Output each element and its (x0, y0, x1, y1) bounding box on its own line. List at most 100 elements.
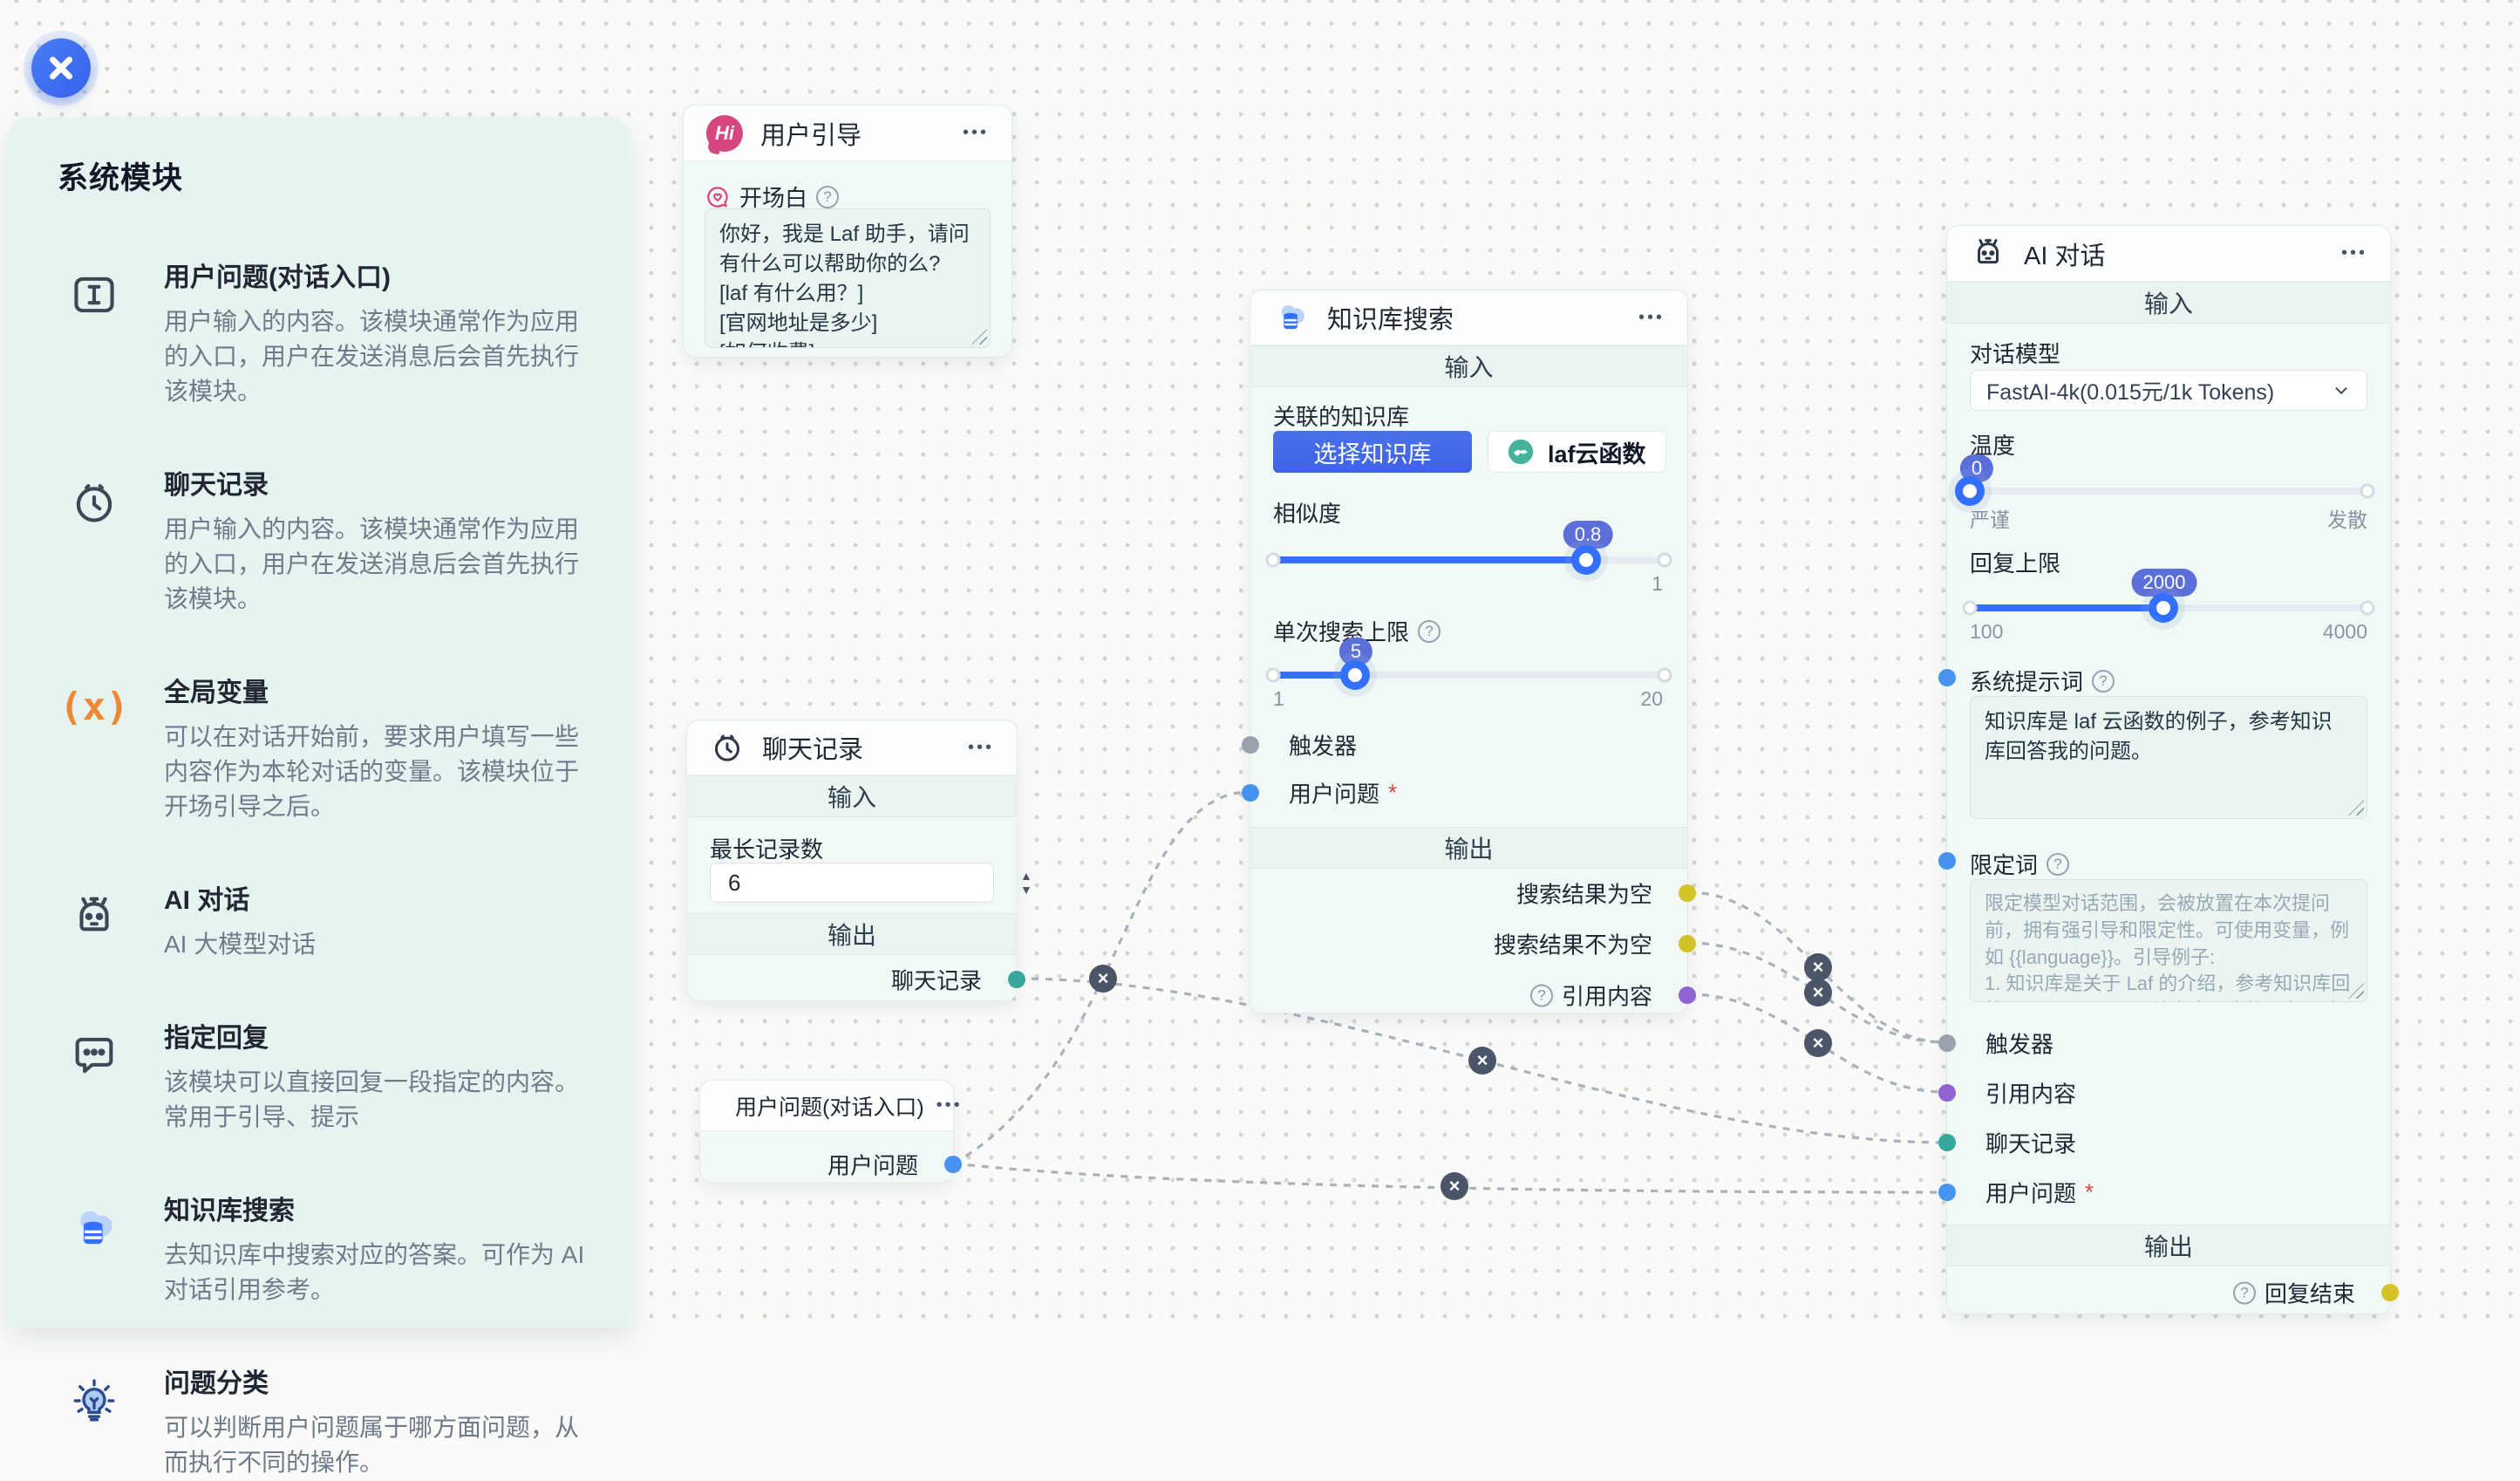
port-system-prompt-in[interactable] (1938, 669, 1956, 686)
history-clock-icon (58, 463, 131, 617)
system-prompt-textarea[interactable]: 知识库是 laf 云函数的例子，参考知识库回答我的问题。 (1970, 696, 2367, 819)
max-tokens-slider (1962, 593, 2375, 623)
port-quote-in[interactable] (1938, 1084, 1956, 1102)
hi-bubble-icon: Hi (706, 114, 743, 154)
node-title: 用户引导 (760, 121, 862, 150)
reply-bubble-icon (58, 1016, 131, 1135)
sidebar-item-question-classify[interactable]: 问题分类 可以判断用户问题属于哪方面问题，从而执行不同的操作。 (58, 1362, 586, 1480)
node-chat-history[interactable]: 聊天记录 ••• 输入 最长记录数 ▲ ▼ 输出 聊天记录 (686, 720, 1032, 1001)
number-stepper[interactable]: ▲ ▼ (1020, 870, 1032, 896)
input-question-label: 用户问题* (1985, 1178, 2094, 1207)
node-user-guide[interactable]: Hi 用户引导 ••• 开场白 ? 你好，我是 Laf 助手，请问有什么可以帮助… (683, 105, 1012, 358)
max-tokens-min-label: 100 (1970, 620, 2004, 643)
max-records-input[interactable]: ▲ ▼ (710, 863, 1032, 903)
port-chat-history-out[interactable] (1008, 971, 1025, 988)
sidebar-item-title: AI 对话 (164, 886, 250, 916)
input-cursor-icon (58, 256, 131, 409)
sidebar-item-title: 聊天记录 (164, 471, 269, 501)
model-select[interactable]: FastAI-4k(0.015元/1k Tokens) (1970, 370, 2367, 411)
select-dataset-button[interactable]: 选择知识库 (1273, 431, 1472, 473)
port-question-in[interactable] (1938, 1184, 1956, 1201)
port-empty-out[interactable] (1679, 884, 1696, 902)
output-finish-label: ?回复结束 (2232, 1277, 2355, 1309)
port-trigger-in[interactable] (1242, 736, 1259, 754)
stepper-down-icon[interactable]: ▼ (1020, 883, 1032, 897)
input-question-label: 用户问题* (1289, 779, 1398, 808)
output-chat-history-label: 聊天记录 (890, 967, 982, 994)
sidebar-item-desc: 可以在对话开始前，要求用户填写一些内容作为本轮对话的变量。该模块位于开场引导之后… (164, 723, 580, 821)
help-icon: ? (2232, 1281, 2256, 1304)
stepper-up-icon[interactable]: ▲ (1020, 869, 1032, 883)
temperature-min-label: 严谨 (1970, 508, 2010, 531)
port-not-empty-out[interactable] (1679, 935, 1696, 952)
welcome-field-label: 开场白 ? (705, 181, 840, 213)
node-title: 聊天记录 (762, 736, 864, 764)
search-limit-slider (1265, 660, 1672, 690)
port-limit-prompt-in[interactable] (1938, 852, 1956, 870)
robot-icon (1978, 238, 1999, 263)
sidebar-item-desc: 去知识库中搜索对应的答案。可作为 AI 对话引用参考。 (164, 1241, 585, 1304)
disconnect-icon[interactable]: × (1089, 965, 1117, 993)
connection-history-to-ai (1017, 977, 1947, 1144)
dataset-tag[interactable]: laf云函数 (1488, 431, 1666, 473)
max-records-value[interactable] (711, 869, 1020, 897)
input-trigger-label: 触发器 (1289, 733, 1358, 760)
close-button[interactable] (31, 38, 91, 98)
max-tokens-max-label: 4000 (2322, 620, 2367, 643)
max-tokens-slider-handle[interactable] (2149, 593, 2179, 623)
help-icon: ? (1529, 984, 1553, 1007)
sidebar-item-desc: 该模块可以直接回复一段指定的内容。常用于引导、提示 (164, 1068, 580, 1131)
sidebar-item-global-variable[interactable]: (x) 全局变量 可以在对话开始前，要求用户填写一些内容作为本轮对话的变量。该模… (58, 671, 586, 824)
node-menu-button[interactable]: ••• (1638, 307, 1665, 327)
temperature-slider-handle[interactable] (1955, 476, 1985, 506)
port-trigger-in[interactable] (1938, 1034, 1956, 1052)
disconnect-icon[interactable]: × (1440, 1172, 1468, 1200)
node-menu-button[interactable]: ••• (967, 737, 994, 757)
sidebar-item-ai-chat[interactable]: AI 对话 AI 大模型对话 (58, 878, 586, 962)
search-limit-slider-handle[interactable] (1340, 660, 1371, 690)
dataset-label: 关联的知识库 (1273, 404, 1410, 430)
node-title: 用户问题(对话入口) (735, 1095, 924, 1120)
sidebar-item-user-question[interactable]: 用户问题(对话入口) 用户输入的内容。该模块通常作为应用的入口，用户在发送消息后… (58, 256, 586, 409)
sidebar-item-title: 指定回复 (164, 1024, 269, 1054)
search-limit-label: 单次搜索上限 ? (1273, 615, 1441, 647)
search-limit-max-label: 20 (1640, 687, 1663, 710)
node-question-entry[interactable]: 用户问题(对话入口) ••• 用户问题 (699, 1080, 962, 1183)
similarity-value-bubble: 0.8 (1563, 521, 1613, 549)
limit-prompt-textarea[interactable] (1970, 879, 2367, 1002)
disconnect-icon[interactable]: × (1804, 1029, 1832, 1057)
input-quote-label: 引用内容 (1985, 1081, 2077, 1108)
port-quote-out[interactable] (1679, 986, 1696, 1004)
node-ai-chat[interactable]: AI 对话 ••• 输入 对话模型 FastAI-4k(0.015元/1k To… (1938, 225, 2399, 1314)
connection-question-to-ai (953, 1162, 1947, 1194)
module-sidebar: 系统模块 用户问题(对话入口) 用户输入的内容。该模块通常作为应用的入口，用户在… (7, 117, 631, 1476)
port-history-in[interactable] (1938, 1134, 1956, 1151)
temperature-slider (1955, 476, 2375, 506)
port-user-question-out[interactable] (944, 1156, 962, 1173)
search-limit-min-label: 1 (1273, 687, 1284, 710)
node-menu-button[interactable]: ••• (2340, 243, 2367, 263)
connection-question-to-kb (953, 790, 1250, 1165)
node-menu-button[interactable]: ••• (962, 123, 989, 142)
sidebar-item-kb-search[interactable]: 知识库搜索 去知识库中搜索对应的答案。可作为 AI 对话引用参考。 (58, 1189, 586, 1307)
port-question-in[interactable] (1242, 784, 1259, 802)
port-finish-out[interactable] (2381, 1284, 2399, 1301)
sidebar-item-fixed-reply[interactable]: 指定回复 该模块可以直接回复一段指定的内容。常用于引导、提示 (58, 1016, 586, 1135)
sidebar-item-chat-history[interactable]: 聊天记录 用户输入的内容。该模块通常作为应用的入口，用户在发送消息后会首先执行该… (58, 463, 586, 617)
max-tokens-value-bubble: 2000 (2131, 569, 2197, 597)
node-kb-search[interactable]: 知识库搜索 ••• 输入 关联的知识库 选择知识库 laf云函数 相似度 0.8… (1242, 290, 1696, 1013)
sidebar-title: 系统模块 (58, 161, 184, 195)
node-menu-button[interactable]: ••• (936, 1095, 963, 1115)
temperature-max-label: 发散 (2327, 508, 2367, 531)
disconnect-icon[interactable]: × (1804, 979, 1832, 1007)
limit-prompt-label: 限定词 ? (1970, 848, 2070, 880)
disconnect-icon[interactable]: × (1804, 953, 1832, 981)
sidebar-item-title: 用户问题(对话入口) (164, 263, 391, 292)
input-section-bar: 输入 (1947, 282, 2390, 324)
welcome-textarea[interactable]: 你好，我是 Laf 助手，请问有什么可以帮助你的么? [laf 有什么用？] [… (705, 208, 991, 348)
node-title: 知识库搜索 (1327, 306, 1454, 334)
similarity-slider-handle[interactable] (1571, 545, 1602, 575)
classify-bulb-icon (58, 1362, 131, 1480)
disconnect-icon[interactable]: × (1468, 1047, 1496, 1075)
